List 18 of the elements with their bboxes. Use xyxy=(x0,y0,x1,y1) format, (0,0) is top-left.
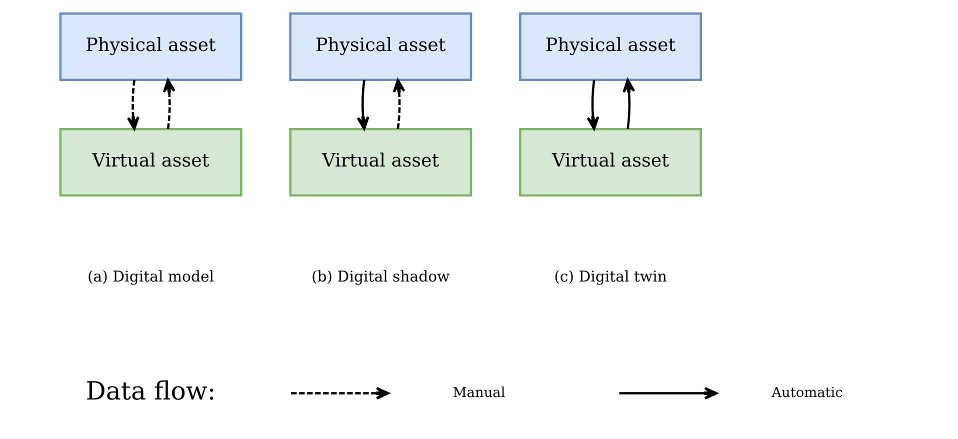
arrow xyxy=(392,78,406,129)
legend-label: Automatic xyxy=(772,384,843,400)
node-box: Virtual asset xyxy=(289,127,472,196)
arrow xyxy=(586,79,600,130)
node-box: Physical asset xyxy=(59,12,242,81)
node-box: Physical asset xyxy=(519,12,702,81)
node-box: Physical asset xyxy=(289,12,472,81)
legend-label: Manual xyxy=(452,384,506,400)
label: Data flow: xyxy=(86,376,216,406)
label: (b) Digital shadow xyxy=(311,267,450,286)
label: (c) Digital twin xyxy=(554,267,667,286)
node-box: Virtual asset xyxy=(59,127,242,196)
label: (a) Digital model xyxy=(88,267,214,286)
arrow xyxy=(162,78,176,129)
arrow xyxy=(622,78,636,129)
arrow xyxy=(126,79,140,130)
arrow xyxy=(356,79,370,130)
node-box: Virtual asset xyxy=(519,127,702,196)
